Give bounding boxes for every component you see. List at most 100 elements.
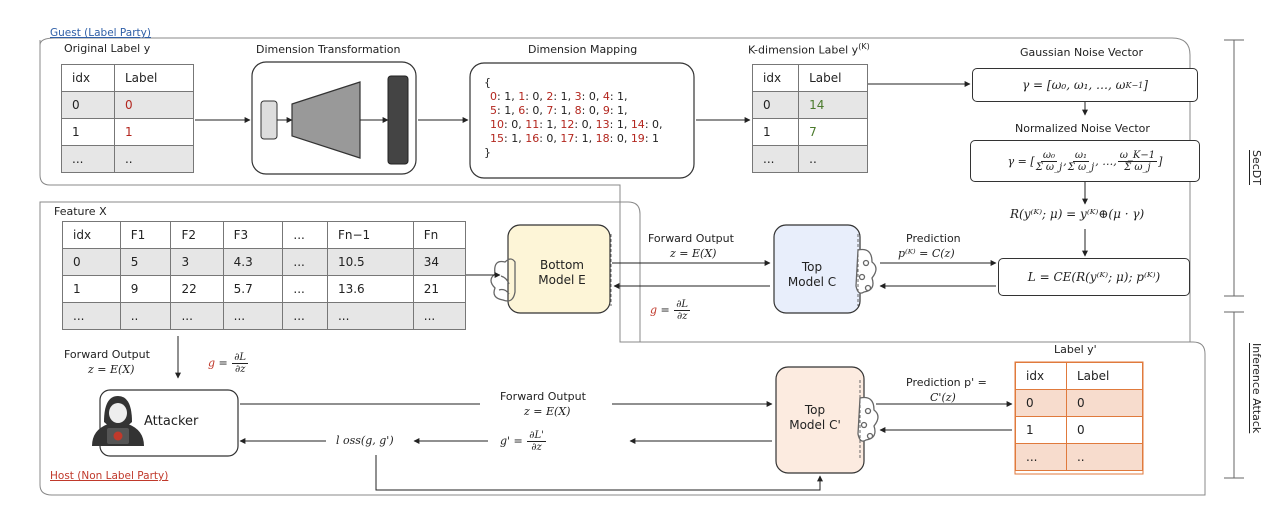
table-header: Label [113, 64, 195, 92]
table-cell: 0 [61, 91, 115, 119]
mapping-value: 1 [652, 132, 660, 145]
prediction-prime-label: Prediction p' = [906, 376, 987, 389]
table-cell: ... [412, 302, 467, 330]
loss-formula: L = CE(R(y⁽ᴷ⁾; μ); p⁽ᴷ⁾) [998, 258, 1190, 296]
table-cell: ... [62, 302, 121, 330]
g-prime-label: g' = ∂L'∂z [500, 430, 546, 453]
feature-region [39, 201, 1206, 496]
normalized-noise-title: Normalized Noise Vector [1015, 122, 1150, 135]
mapping-key: 0 [490, 90, 497, 103]
attacker-forward-output-label: Forward Output [500, 390, 586, 403]
table-cell: ... [282, 302, 328, 330]
table-cell: 0 [1015, 389, 1067, 417]
k-label-title: K-dimension Label y(K) [748, 42, 870, 57]
mapping-value: 1 [511, 132, 519, 145]
mapping-value: 0 [546, 132, 554, 145]
table-cell: 13.6 [326, 275, 414, 303]
loss-gg-label: l oss(g, g') [336, 434, 394, 447]
table-cell: ... [1015, 443, 1067, 471]
mapping-key: 3 [574, 90, 582, 103]
mapping-key: 19 [630, 132, 645, 145]
table-cell: 0 [62, 248, 121, 276]
host-forward-output-label: Forward Output [64, 348, 150, 361]
attacker-label: Attacker [144, 414, 199, 429]
table-cell: .. [119, 302, 172, 330]
table-cell: 9 [119, 275, 172, 303]
table-cell: ... [326, 302, 414, 330]
host-z-label: z = E(X) [88, 363, 135, 376]
table-cell: 5.7 [222, 275, 284, 303]
mapping-key: 16 [525, 132, 540, 145]
mapping-line: 10: 0, 11: 1, 12: 0, 13: 1, 14: 0, [490, 118, 663, 131]
p-eq-label: p⁽ᴷ⁾ = C(z) [898, 247, 955, 260]
dimension-mapping-box [469, 62, 695, 179]
gaussian-noise-title: Gaussian Noise Vector [1020, 46, 1144, 59]
table-cell: 1 [61, 118, 115, 146]
mapping-line: 0: 1, 1: 0, 2: 1, 3: 0, 4: 1, [490, 90, 628, 103]
table-header: idx [751, 64, 800, 92]
mapping-key: 8 [574, 104, 582, 117]
table-cell: 1 [113, 118, 195, 146]
mapping-key: 13 [595, 118, 610, 131]
mapping-value: 0 [581, 118, 589, 131]
table-header: Fn−1 [326, 221, 414, 249]
mapping-value: 0 [532, 90, 540, 103]
table-header: Label [798, 64, 868, 92]
feature-table-title: Feature X [54, 205, 107, 218]
table-header: F2 [170, 221, 224, 249]
dimension-transformation-title: Dimension Transformation [256, 43, 401, 56]
table-cell: 4.3 [222, 248, 284, 276]
table-cell: 1 [751, 118, 800, 146]
mapping-value: 0 [652, 118, 660, 131]
mapping-value: 1 [616, 118, 624, 131]
mapping-key: 15 [490, 132, 504, 145]
table-cell: 0 [113, 91, 195, 119]
table-cell: ... [170, 302, 224, 330]
mapping-value: 1 [617, 90, 625, 103]
mapping-key: 9 [602, 104, 610, 117]
table-header: idx [1015, 362, 1067, 390]
table-cell: ... [222, 302, 284, 330]
inference-attack-label: Inference Attack [1250, 343, 1263, 434]
bottom-model-box [507, 224, 611, 314]
c-prime-label: C'(z) [930, 391, 956, 404]
mapping-value: 1 [546, 118, 554, 131]
mapping-key: 7 [546, 104, 554, 117]
encoder-input-block [260, 100, 278, 140]
mapping-key: 14 [630, 118, 645, 131]
g-eq-label: g = ∂L∂z [650, 299, 691, 322]
dimension-mapping-content: { 0: 1, 1: 0, 2: 1, 3: 0, 4: 1, 5: 1, 6:… [484, 76, 663, 160]
mapping-value: 1 [581, 132, 589, 145]
table-cell: .. [798, 145, 868, 173]
table-header: Fn [412, 221, 467, 249]
mapping-key: 18 [595, 132, 610, 145]
mapping-value: 0 [616, 132, 624, 145]
mapping-value: 1 [560, 104, 568, 117]
mapping-key: 2 [546, 90, 554, 103]
mapping-value: 0 [588, 90, 596, 103]
table-cell: 1 [62, 275, 121, 303]
encoder-trapezoid [291, 81, 361, 159]
encoder-output-block [387, 75, 409, 165]
table-cell: 21 [412, 275, 467, 303]
table-header: idx [61, 64, 115, 92]
table-cell: ... [282, 275, 328, 303]
label-prime-title: Label y' [1054, 343, 1097, 356]
table-header: F3 [222, 221, 284, 249]
hacker-icon [92, 396, 144, 446]
mapping-value: 0 [511, 118, 519, 131]
z-eq-label: z = E(X) [670, 247, 717, 260]
table-cell: ... [282, 248, 328, 276]
brain-icon-top [855, 248, 877, 294]
table-cell: 0 [751, 91, 800, 119]
mapping-value: 0 [588, 104, 596, 117]
